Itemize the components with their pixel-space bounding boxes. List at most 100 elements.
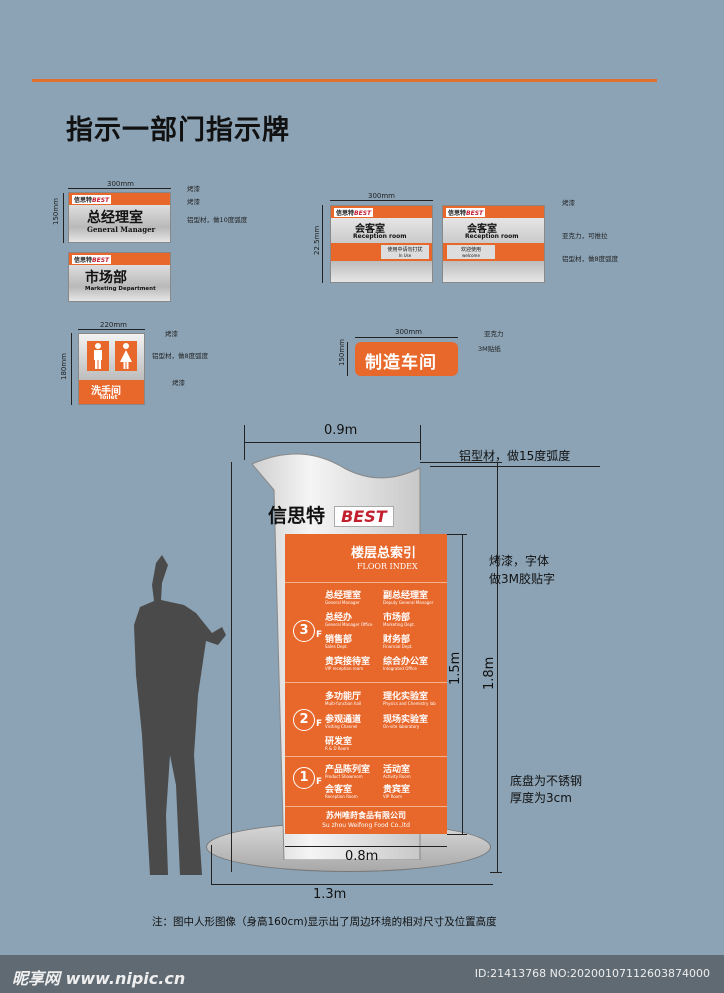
market-cn: 市场部 [85,270,127,286]
callout-paint-1: 烤漆，字体 [489,554,550,568]
gm-header-band: 信思特BEST [69,193,170,205]
floor-item-en: General Manager Office [325,622,373,627]
reception-right-status-box: 欢迎使用 welcome [447,245,495,259]
floor-item: 贵宾接待室 [325,657,371,667]
floor-item-en: Activity Room [383,774,411,779]
callout-base-1: 底盘为不锈钢 [510,774,583,788]
toilet-label-band: 洗手间 Toilet [79,380,144,404]
footnote: 注：图中人形图像（身高160cm)显示出了周边环境的相对尺寸及位置高度 [152,916,497,928]
floor-item: 产品陈列室 [325,765,371,775]
reception-left-status-cn: 使用中请勿打扰 [387,247,423,253]
floor-2-badge: 2 [293,709,315,731]
reception-left-en: Reception room [353,233,407,240]
male-icon [87,341,109,371]
dim-line [78,329,145,330]
stand-logo-en: BEST [334,506,394,527]
toilet-note-bottom: 烤漆 [172,379,185,387]
reception-plate-left: 信思特BEST 会客室 Reception room 使用中请勿打扰 In Us… [330,205,433,283]
leader-line [430,466,600,467]
reception-left-logo: 信思特BEST [334,208,374,217]
floor-item: 现场实验室 [383,715,429,725]
dim-height-label: 22.5mm [313,225,321,255]
floor-item: 理化实验室 [383,692,429,702]
gm-plate: 信思特BEST 总经理室 General Manager [68,192,171,243]
dim-line [211,884,493,885]
top-rule [32,79,657,82]
dim-line [497,462,498,872]
reception-note-bottom: 铝型材，做8度弧度 [562,255,619,263]
floor-item-en: Reception Room [325,794,358,799]
reception-right-cn: 会客室 [467,224,497,235]
floor-index-panel: 楼层总索引 FLOOR INDEX 3 F 总经理室 General Manag… [285,534,447,834]
floor-item-en: Multi-function hall [325,701,362,706]
reception-right-logo: 信思特BEST [446,208,486,217]
dim-total-height: 1.8m [482,656,497,690]
watermark-bar: 昵享网 www.nipic.cn ID:21413768 NO:20200107… [0,955,724,993]
callout-paint-2: 做3M胶贴字 [489,572,555,586]
floor-item-en: Product Showroom [325,774,363,779]
floor-item: 贵宾室 [383,785,411,795]
gm-note-mid: 烤漆 [187,198,200,206]
dim-line [231,462,232,872]
floor-item: 副总经理室 [383,591,429,601]
dim-panel-height: 1.5m [448,651,463,685]
floor-item-en: General Manager [325,600,360,605]
reception-left-status-box: 使用中请勿打扰 In Use [381,245,429,259]
dim-width-label: 220mm [100,321,127,329]
toilet-note-top: 烤漆 [165,330,178,338]
callout-top: 铝型材，做15度弧度 [459,449,571,463]
dim-line [211,845,212,885]
dim-base-width: 1.3m [313,887,347,902]
floor-1-badge: 1 [293,767,315,789]
reception-right-en: Reception room [465,233,519,240]
floor-index-title-cn: 楼层总索引 [351,546,417,561]
dim-line [420,462,502,463]
dim-line [355,337,458,338]
workshop-plate: 制造车间 [355,342,458,376]
dim-inner-width: 0.8m [345,849,379,864]
workshop-note-mid: 3M贴纸 [478,345,501,353]
gm-cn: 总经理室 [87,210,143,226]
dim-line [490,872,502,873]
dim-line [347,342,348,376]
toilet-en: Toilet [99,394,118,401]
floor-item: 研发室 [325,737,353,747]
dim-height-label: 180mm [60,353,68,380]
floor-item-en: Deputy General Manager [383,600,434,605]
dim-line [447,534,467,535]
dim-width-label: 300mm [368,192,395,200]
reception-left-status-en: In Use [398,253,412,258]
floor-item: 综合办公室 [383,657,429,667]
dim-top-width: 0.9m [324,423,358,438]
dim-line [322,205,323,283]
gm-en: General Manager [87,225,156,234]
company-en: Su zhou Weifong Food Co.,ltd [322,822,410,829]
divider [285,756,447,757]
dim-line [330,200,433,201]
floor-item: 活动室 [383,765,411,775]
reception-right-slider[interactable]: 欢迎使用 welcome [443,243,544,261]
person-silhouette [134,555,226,875]
reception-left-slider[interactable]: 使用中请勿打扰 In Use [331,243,432,261]
dim-height-label: 150mm [338,339,346,366]
floor-item-en: Sales Dept. [325,644,348,649]
gm-note-top: 烤漆 [187,185,200,193]
reception-plate-right: 信思特BEST 会客室 Reception room 欢迎使用 welcome [442,205,545,283]
dim-line [462,534,463,834]
reception-note-top: 烤漆 [562,199,575,207]
floor-item: 会客室 [325,785,353,795]
toilet-plate: 洗手间 Toilet [78,333,145,405]
floor-item: 销售部 [325,635,353,645]
workshop-note-top: 亚克力 [484,330,504,338]
floor-item: 财务部 [383,635,411,645]
floor-index-title-en: FLOOR INDEX [357,562,418,571]
floor-1-suffix: F [316,777,323,787]
reception-right-status-cn: 欢迎使用 [460,247,481,253]
female-icon [115,341,137,371]
floor-item: 多功能厅 [325,692,362,702]
floor-item-en: VIP Room [383,794,402,799]
market-en: Marketing Department [85,286,156,292]
floor-item: 参观通道 [325,715,362,725]
workshop-cn: 制造车间 [365,353,437,373]
market-header-band: 信思特BEST [69,253,170,265]
